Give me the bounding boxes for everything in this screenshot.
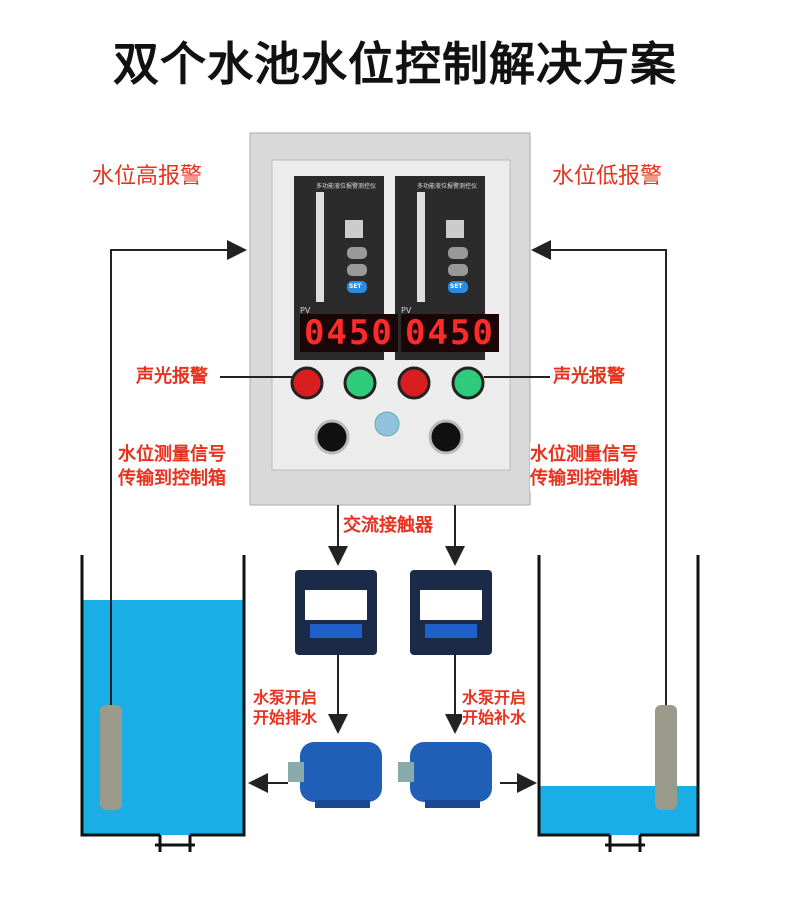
right-tank: [537, 555, 700, 852]
motor-left: [288, 742, 382, 808]
up-button[interactable]: [347, 247, 367, 259]
selector-switch[interactable]: [428, 419, 464, 455]
level-sensor: [655, 705, 677, 810]
signal-label-line: 传输到控制箱: [530, 468, 638, 489]
qr-code: [345, 220, 363, 238]
green-lamp: [343, 366, 377, 400]
signal-label-line: 水位测量信号: [118, 444, 226, 465]
pv-label: PV: [401, 306, 412, 315]
pump-label-line: 水泵开启: [253, 688, 318, 707]
red-lamp: [290, 366, 324, 400]
signal-label-left: 水位测量信号传输到控制箱: [118, 443, 226, 491]
red-lamp: [397, 366, 431, 400]
level-scale: [417, 192, 425, 302]
page-title: 双个水池水位控制解决方案: [113, 37, 677, 91]
signal-label-line: 传输到控制箱: [118, 468, 226, 489]
qr-code: [446, 220, 464, 238]
tank-wall: [80, 555, 246, 837]
controller-title: 多功能液位报警测控仪: [316, 183, 377, 190]
tank-wall: [537, 555, 700, 837]
pump-fill-label: 水泵开启开始补水: [462, 688, 527, 728]
outlet-pipe: [605, 835, 645, 852]
contactor-left: [295, 570, 377, 655]
pump-label-line: 开始排水: [253, 708, 318, 727]
signal-line-left: [110, 240, 247, 705]
signal-label-line: 水位测量信号: [530, 444, 638, 465]
left-button[interactable]: [448, 264, 468, 276]
contactor-right: [410, 570, 492, 655]
outlet-pipe: [155, 835, 195, 852]
level-scale: [316, 192, 324, 302]
low-alarm-label: 水位低报警: [552, 164, 663, 189]
high-alarm-label: 水位高报警: [92, 164, 203, 189]
signal-label-right: 水位测量信号传输到控制箱: [530, 443, 638, 491]
left-button[interactable]: [347, 264, 367, 276]
set-button[interactable]: [347, 281, 367, 293]
green-lamp: [451, 366, 485, 400]
level-display: 0450: [300, 314, 398, 352]
pump-label-line: 水泵开启: [462, 688, 527, 707]
selector-switch[interactable]: [314, 419, 350, 455]
up-button[interactable]: [448, 247, 468, 259]
set-button-label: SET: [349, 283, 362, 290]
sound-light-alarm-label: 声光报警: [553, 365, 625, 389]
pump-label-line: 开始补水: [462, 708, 527, 727]
left-tank: [80, 555, 246, 852]
level-sensor: [100, 705, 122, 810]
pv-label: PV: [300, 306, 311, 315]
level-display: 0450: [401, 314, 499, 352]
pump-drain-label: 水泵开启开始排水: [253, 688, 318, 728]
motor-right: [398, 742, 492, 808]
contactor-label: 交流接触器: [343, 514, 433, 538]
key-lock[interactable]: [374, 411, 400, 437]
sound-light-alarm-label: 声光报警: [136, 365, 208, 389]
set-button-label: SET: [450, 283, 463, 290]
controller-title: 多功能液位报警测控仪: [417, 183, 478, 190]
signal-line-right: [531, 240, 667, 705]
set-button[interactable]: [448, 281, 468, 293]
